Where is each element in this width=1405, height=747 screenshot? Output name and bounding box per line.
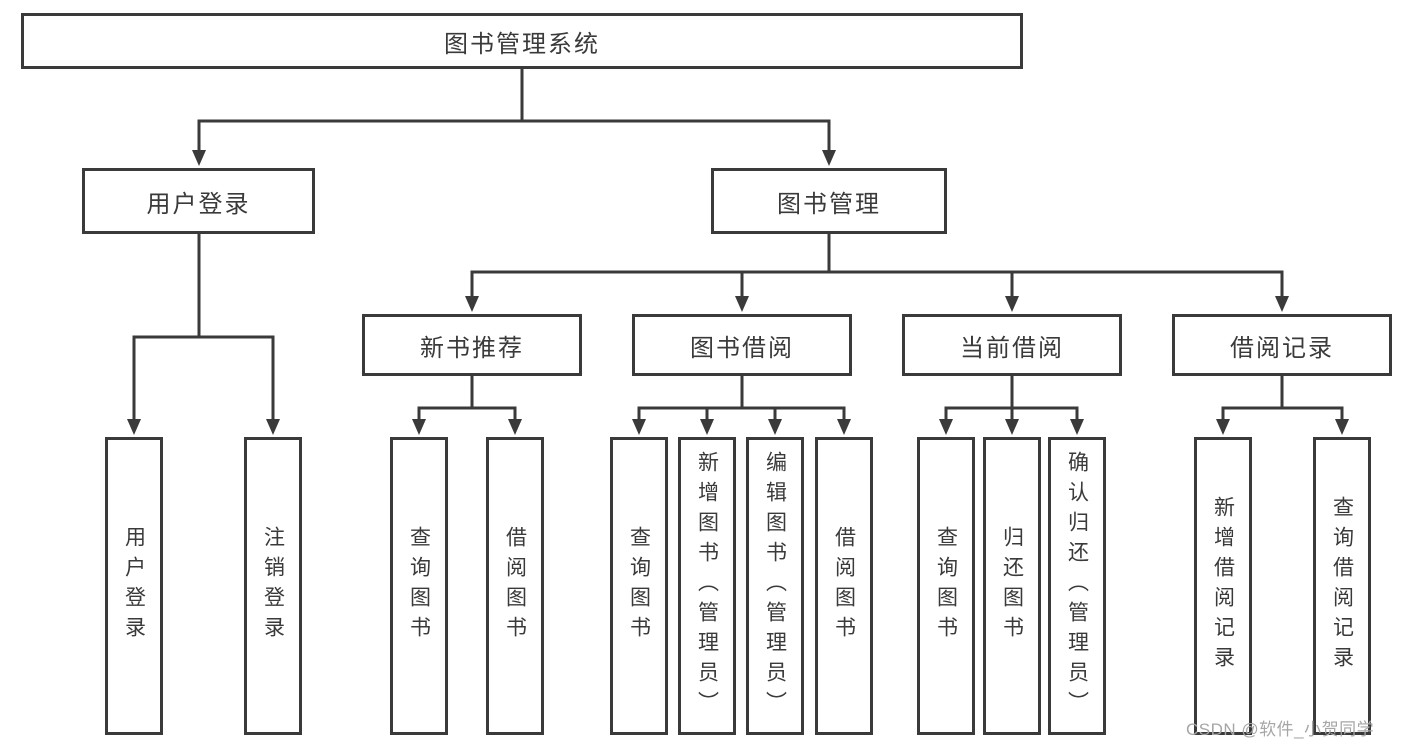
leaf-query-book-3: 查询图书	[917, 437, 975, 735]
leaf-add-borrow-record: 新增借阅记录	[1194, 437, 1252, 735]
leaf-edit-book-admin-label: 编辑图书（管理员）	[763, 451, 787, 721]
leaf-query-book-2: 查询图书	[610, 437, 668, 735]
leaf-query-borrow-record: 查询借阅记录	[1313, 437, 1371, 735]
leaf-borrow-book-1-label: 借阅图书	[503, 526, 527, 646]
leaf-return-book-label: 归还图书	[1000, 526, 1024, 646]
node-borrow-record-label: 借阅记录	[1230, 334, 1334, 362]
node-borrow-record: 借阅记录	[1172, 314, 1392, 376]
arrowhead	[1070, 419, 1084, 435]
node-user-login-label: 用户登录	[146, 190, 251, 218]
node-book-borrow: 图书借阅	[632, 314, 852, 376]
leaf-user-login: 用户登录	[105, 437, 163, 735]
leaf-query-book-2-label: 查询图书	[627, 526, 651, 646]
leaf-query-book-3-label: 查询图书	[934, 526, 958, 646]
arrowhead	[735, 296, 749, 312]
arrowhead	[822, 150, 836, 166]
leaf-edit-book-admin: 编辑图书（管理员）	[746, 437, 804, 735]
node-user-login: 用户登录	[82, 168, 315, 234]
arrowhead	[127, 419, 141, 435]
watermark: CSDN @软件_小贺同学	[1186, 720, 1375, 739]
leaf-user-login-label: 用户登录	[122, 526, 146, 646]
arrowhead	[1275, 296, 1289, 312]
arrowhead	[939, 419, 953, 435]
leaf-add-borrow-record-label: 新增借阅记录	[1211, 496, 1235, 676]
leaf-add-book-admin: 新增图书（管理员）	[678, 437, 736, 735]
leaf-borrow-book-2: 借阅图书	[815, 437, 873, 735]
leaf-confirm-return-admin-label: 确认归还（管理员）	[1065, 451, 1089, 721]
leaf-add-book-admin-label: 新增图书（管理员）	[695, 451, 719, 721]
node-book-management-label: 图书管理	[777, 190, 881, 218]
arrowhead	[632, 419, 646, 435]
arrowhead	[768, 419, 782, 435]
arrowhead	[192, 150, 206, 166]
leaf-query-book-1-label: 查询图书	[407, 526, 431, 646]
node-book-borrow-label: 图书借阅	[690, 334, 794, 362]
arrowhead	[837, 419, 851, 435]
arrowhead	[412, 419, 426, 435]
node-new-book-recommend: 新书推荐	[362, 314, 582, 376]
arrowhead	[508, 419, 522, 435]
node-root-label: 图书管理系统	[444, 30, 600, 58]
arrowhead	[1005, 419, 1019, 435]
node-new-book-recommend-label: 新书推荐	[420, 334, 524, 362]
leaf-logout: 注销登录	[244, 437, 302, 735]
node-current-borrow-label: 当前借阅	[960, 334, 1064, 362]
arrowhead	[266, 419, 280, 435]
arrowhead	[1335, 419, 1349, 435]
arrowhead	[1216, 419, 1230, 435]
arrowhead	[700, 419, 714, 435]
arrowhead	[465, 296, 479, 312]
leaf-borrow-book-2-label: 借阅图书	[832, 526, 856, 646]
leaf-logout-label: 注销登录	[261, 526, 285, 646]
leaf-borrow-book-1: 借阅图书	[486, 437, 544, 735]
leaf-query-book-1: 查询图书	[390, 437, 448, 735]
leaf-confirm-return-admin: 确认归还（管理员）	[1048, 437, 1106, 735]
node-root: 图书管理系统	[21, 13, 1023, 69]
node-book-management: 图书管理	[711, 168, 947, 234]
arrowhead	[1005, 296, 1019, 312]
leaf-return-book: 归还图书	[983, 437, 1041, 735]
node-current-borrow: 当前借阅	[902, 314, 1122, 376]
leaf-query-borrow-record-label: 查询借阅记录	[1330, 496, 1354, 676]
